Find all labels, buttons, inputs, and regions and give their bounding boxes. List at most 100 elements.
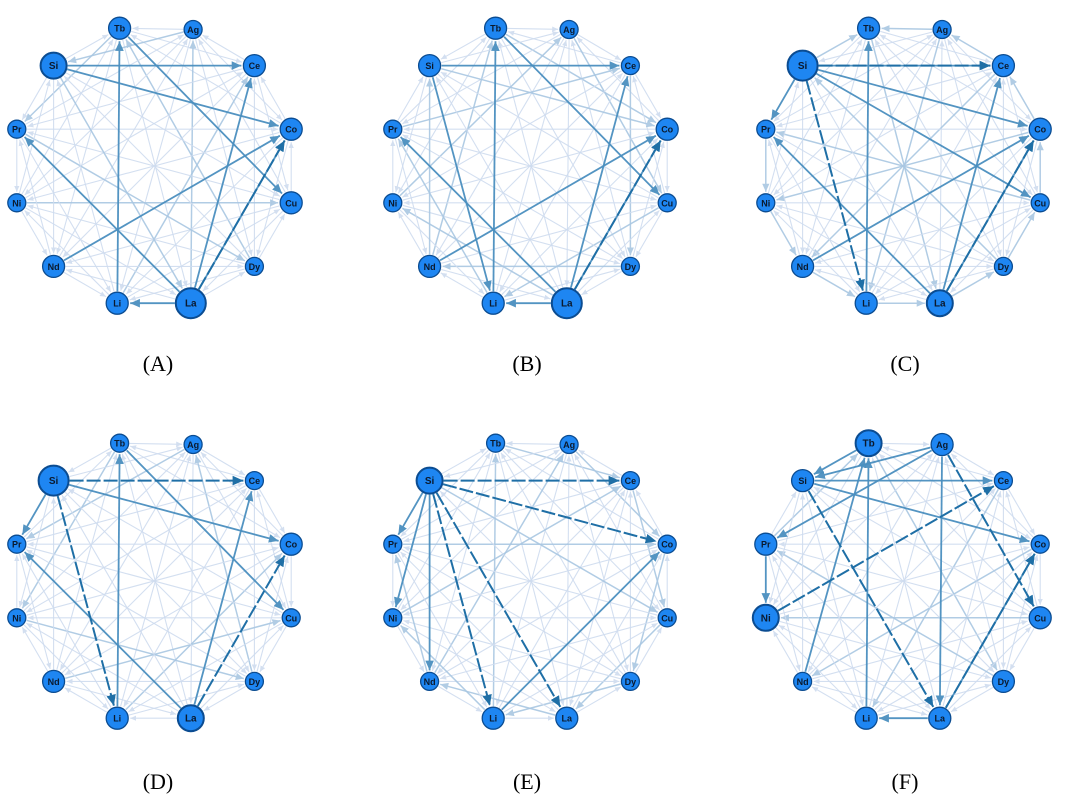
node-label: Tb xyxy=(863,24,874,34)
edge-dy-li xyxy=(129,268,245,301)
node-circle xyxy=(559,434,579,455)
node-label: Cu xyxy=(1034,613,1046,623)
node-circle xyxy=(993,470,1014,491)
node-cu: Cu xyxy=(657,193,677,213)
edge-la-ce xyxy=(193,490,254,705)
edge-dy-cu xyxy=(258,213,286,258)
node-circle xyxy=(925,289,954,318)
node-co: Co xyxy=(279,117,303,141)
edge-la-ag xyxy=(566,455,572,707)
edge-si-ni xyxy=(394,77,428,193)
edge-nd-ag xyxy=(434,453,565,674)
node-circle xyxy=(856,16,881,40)
edge-ni-la xyxy=(774,207,928,297)
edge-li-dy xyxy=(128,683,244,716)
node-label: Ni xyxy=(761,613,771,624)
edge-la-tb xyxy=(497,40,564,288)
edge-ni-nd xyxy=(770,211,797,256)
node-circle xyxy=(485,433,506,453)
edge-la-nd xyxy=(440,682,556,716)
node-label: Co xyxy=(285,540,297,550)
node-label: Dy xyxy=(249,262,261,272)
node-co: Co xyxy=(1028,117,1052,141)
edge-ni-li xyxy=(23,624,109,710)
node-label: La xyxy=(562,714,573,724)
edge-ni-dy xyxy=(402,204,620,265)
edge-si-cu xyxy=(441,486,658,613)
node-label: Dy xyxy=(998,262,1010,272)
node-label: Ag xyxy=(563,440,575,450)
node-label: Ce xyxy=(249,476,261,486)
edge-si-tb xyxy=(65,34,109,60)
edge-cu-nd xyxy=(440,619,658,680)
node-nd: Nd xyxy=(417,254,442,279)
edge-si-co xyxy=(441,67,655,128)
edge-la-ce xyxy=(570,75,630,288)
node-label: Si xyxy=(425,476,435,487)
edge-si-la xyxy=(435,492,562,708)
node-label: Li xyxy=(489,714,497,724)
node-cu: Cu xyxy=(279,191,303,215)
node-dy: Dy xyxy=(620,671,641,692)
node-ce: Ce xyxy=(993,470,1014,491)
edge-ag-la xyxy=(935,456,945,706)
edge-ag-si xyxy=(818,31,933,63)
edge-li-co xyxy=(501,551,661,711)
node-ag: Ag xyxy=(183,434,203,455)
edge-ag-nd xyxy=(807,454,937,673)
edge-cu-nd xyxy=(814,204,1031,265)
edge-si-tb xyxy=(441,448,487,475)
edge-dy-ni xyxy=(403,619,621,680)
node-label: Li xyxy=(489,299,497,309)
node-label: Tb xyxy=(114,439,125,449)
node-ni: Ni xyxy=(751,603,780,632)
node-si: Si xyxy=(415,466,444,495)
edge-ce-li xyxy=(499,74,626,293)
edge-nd-co xyxy=(63,134,281,262)
edge-si-dy xyxy=(810,488,995,673)
edge-dy-cu xyxy=(634,627,663,673)
node-circle xyxy=(790,254,815,279)
edge-nd-pr xyxy=(18,139,52,255)
edge-ag-si xyxy=(814,446,931,480)
edge-layer xyxy=(761,441,1043,723)
edge-ag-co xyxy=(575,451,661,537)
node-label: Co xyxy=(661,540,673,550)
node-label: Dy xyxy=(625,677,637,687)
node-si: Si xyxy=(417,53,442,78)
edge-co-ce xyxy=(635,489,663,536)
edge-nd-ni xyxy=(772,630,799,673)
edge-ag-si xyxy=(67,31,184,64)
node-circle xyxy=(620,256,641,277)
edge-pr-nd xyxy=(394,138,428,255)
edge-ni-si xyxy=(18,79,51,194)
edge-ag-tb xyxy=(506,440,560,447)
edge-la-si xyxy=(435,76,560,290)
edge-pr-la xyxy=(773,552,931,710)
node-circle xyxy=(41,669,66,694)
node-label: Pr xyxy=(12,540,22,550)
node-label: Ni xyxy=(12,198,21,208)
edge-dy-si xyxy=(63,75,248,260)
node-circle xyxy=(383,193,403,213)
edge-dy-si xyxy=(439,490,624,675)
edge-si-co xyxy=(442,483,657,544)
node-circle xyxy=(550,287,583,320)
edge-ni-co xyxy=(26,546,279,616)
edge-tb-ag xyxy=(882,441,930,447)
node-tb: Tb xyxy=(854,429,883,458)
edge-ag-tb xyxy=(881,24,933,33)
node-ce: Ce xyxy=(242,53,267,78)
edge-li-pr xyxy=(397,138,488,294)
edge-si-cu xyxy=(65,72,281,197)
edge-tb-cu xyxy=(126,449,285,611)
edge-si-pr xyxy=(21,493,47,536)
edge-co-nd xyxy=(811,548,1032,677)
edge-nd-li xyxy=(438,685,483,713)
node-ni: Ni xyxy=(383,608,403,628)
edge-ag-si xyxy=(443,446,560,478)
edge-nd-la xyxy=(812,683,928,716)
